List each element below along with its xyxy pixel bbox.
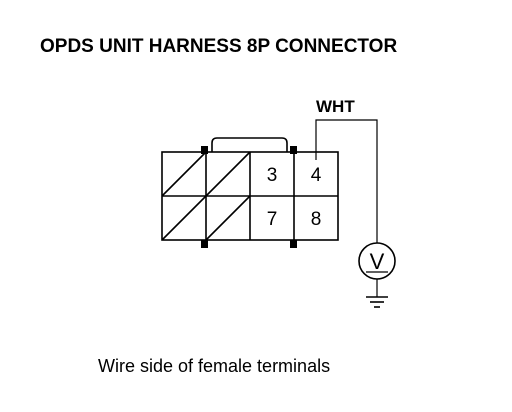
terminal-4-label: 4 (311, 165, 322, 186)
connector-top-notch-right (290, 146, 297, 154)
diagram-title: OPDS UNIT HARNESS 8P CONNECTOR (40, 36, 397, 57)
terminal-8-label: 8 (311, 209, 322, 230)
connector-bottom-notch-right (290, 240, 297, 248)
voltmeter-symbol: V (370, 249, 385, 274)
connector-lock-tab (211, 137, 288, 152)
probe-wire (315, 119, 378, 243)
connector-top-notch-left (201, 146, 208, 154)
unused-cavity-diagonal (205, 151, 251, 197)
diagram-caption: Wire side of female terminals (98, 356, 330, 376)
unused-cavity-diagonal (161, 151, 207, 197)
terminal-3-label: 3 (267, 165, 278, 186)
unused-cavity-diagonal (161, 195, 207, 241)
wire-color-label: WHT (316, 97, 355, 116)
unused-cavity-diagonal (205, 195, 251, 241)
connector-bottom-notch-left (201, 240, 208, 248)
terminal-7-label: 7 (267, 209, 278, 230)
ground-icon (366, 296, 388, 308)
